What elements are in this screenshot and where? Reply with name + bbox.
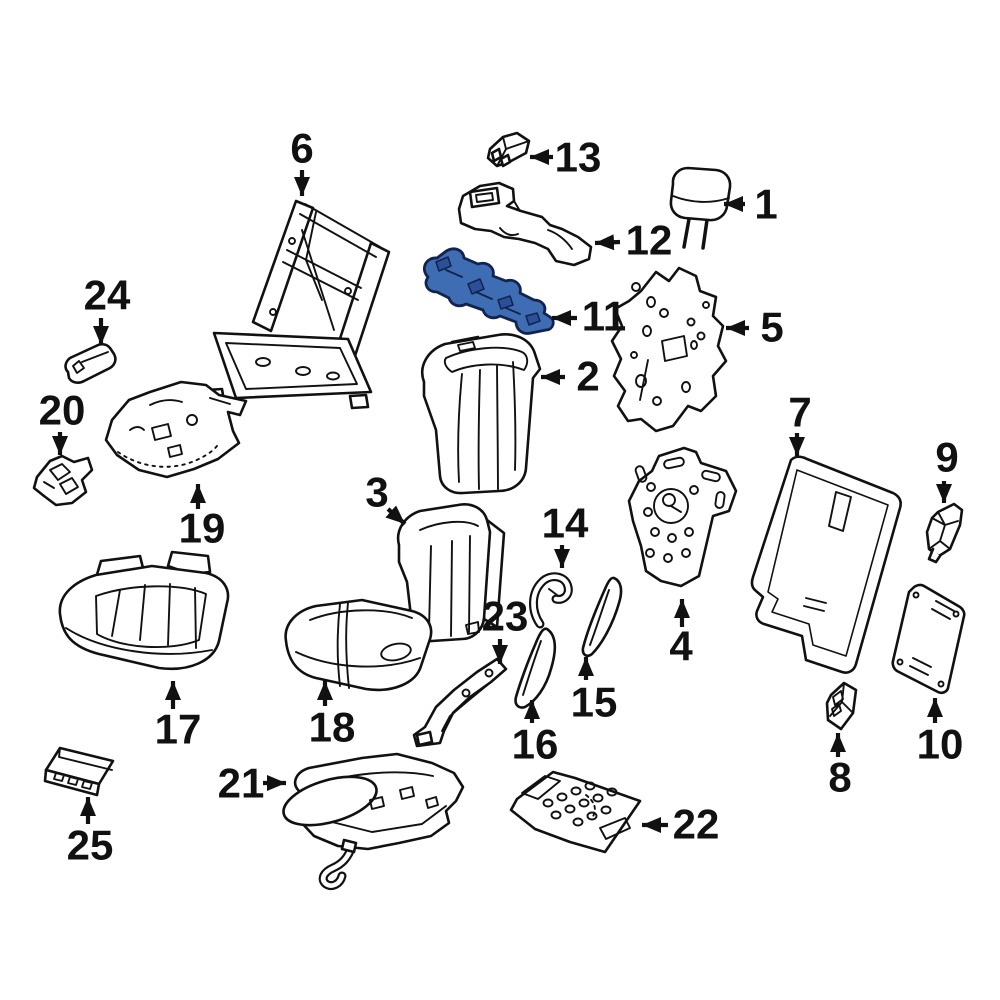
part-14-hook-drawing	[529, 572, 573, 629]
callout-12: 12	[594, 217, 673, 264]
callout-7: 7	[788, 389, 812, 456]
part-19-seat-pan-drawing	[104, 380, 248, 479]
part-7-back-board-drawing	[750, 455, 902, 674]
callout-16: 16	[512, 700, 559, 768]
callout-arrow-3	[385, 505, 407, 526]
part-number-7: 7	[788, 389, 811, 436]
part-6-seat-frame-drawing	[204, 199, 391, 410]
part-18-cushion-drawing	[284, 598, 433, 692]
callout-15: 15	[571, 657, 618, 726]
callout-10: 10	[917, 698, 964, 768]
callout-17: 17	[155, 681, 202, 753]
part-23-arm-drawing	[412, 657, 508, 748]
callout-20: 20	[39, 387, 86, 455]
callout-23: 23	[482, 593, 529, 664]
part-17-cushion-drawing	[58, 550, 230, 671]
part-21-tray-drawing	[282, 752, 465, 891]
callout-5: 5	[726, 304, 784, 351]
callout-arrow-12	[594, 234, 621, 251]
callout-21: 21	[218, 760, 286, 807]
part-number-3: 3	[365, 469, 388, 516]
part-number-6: 6	[290, 125, 313, 172]
part-8-drawing	[825, 681, 858, 731]
part-9-drawing	[925, 502, 964, 564]
part-number-24: 24	[84, 272, 131, 319]
callout-4: 4	[669, 599, 693, 670]
callout-8: 8	[828, 733, 852, 801]
part-2-seat-back-drawing	[421, 333, 542, 495]
part-number-16: 16	[512, 721, 559, 768]
part-number-19: 19	[179, 505, 226, 552]
part-1-headrest-drawing	[669, 166, 732, 250]
part-20-drawing	[32, 454, 94, 507]
part-number-4: 4	[669, 623, 693, 670]
part-16-drawing	[514, 627, 557, 709]
part-number-20: 20	[39, 387, 86, 434]
part-number-9: 9	[935, 434, 958, 481]
callout-13: 13	[530, 134, 601, 181]
part-number-8: 8	[828, 754, 851, 801]
callout-6: 6	[290, 125, 314, 196]
part-12-drawing	[457, 181, 593, 267]
callout-1: 1	[724, 181, 778, 228]
part-5-panel-drawing	[610, 266, 728, 433]
part-13-drawing	[486, 131, 531, 168]
part-24-drawing	[64, 342, 117, 384]
part-number-17: 17	[155, 706, 202, 753]
part-number-11: 11	[582, 293, 626, 340]
part-10-panel-drawing	[891, 583, 966, 695]
part-number-1: 1	[754, 181, 777, 228]
callout-24: 24	[84, 272, 131, 345]
part-22-plate-drawing	[509, 770, 642, 854]
callout-25: 25	[67, 797, 114, 869]
callout-2: 2	[541, 353, 600, 400]
callout-3: 3	[365, 469, 407, 526]
part-number-25: 25	[67, 822, 114, 869]
callout-11: 11	[552, 293, 626, 340]
part-number-2: 2	[576, 353, 599, 400]
callout-14: 14	[542, 500, 589, 568]
part-number-5: 5	[760, 304, 783, 351]
part-15-drawing	[581, 576, 623, 658]
part-number-18: 18	[309, 704, 356, 751]
part-3-seat-back-drawing	[396, 503, 506, 643]
callout-18: 18	[309, 681, 356, 751]
part-25-module-drawing	[43, 746, 115, 797]
part-11-highlighted-drawing	[423, 247, 555, 335]
callout-19: 19	[179, 484, 226, 552]
part-number-23: 23	[482, 593, 529, 640]
part-number-10: 10	[917, 721, 964, 768]
part-number-13: 13	[555, 134, 602, 181]
part-number-22: 22	[673, 801, 720, 848]
part-number-12: 12	[626, 217, 673, 264]
part-number-14: 14	[542, 500, 589, 547]
part-4-bracket-drawing	[627, 446, 738, 588]
part-number-15: 15	[571, 679, 618, 726]
callout-22: 22	[642, 801, 719, 848]
part-number-21: 21	[218, 760, 265, 807]
callout-9: 9	[935, 434, 959, 503]
